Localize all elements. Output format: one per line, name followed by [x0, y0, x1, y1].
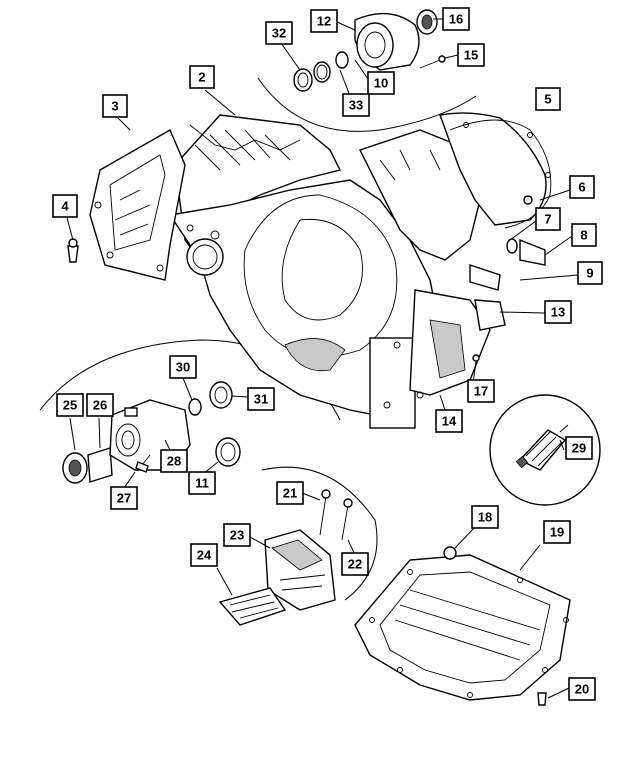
callout-19: 19 — [543, 520, 571, 544]
callout-13: 13 — [544, 300, 572, 324]
svg-text:10: 10 — [374, 76, 388, 91]
callout-30: 30 — [169, 355, 197, 379]
callout-33: 33 — [342, 93, 370, 117]
leader-lines — [66, 18, 579, 699]
svg-text:30: 30 — [176, 360, 190, 375]
svg-text:33: 33 — [349, 98, 363, 113]
svg-text:14: 14 — [442, 414, 457, 429]
svg-text:31: 31 — [254, 392, 268, 407]
svg-text:15: 15 — [464, 48, 478, 63]
svg-text:2: 2 — [198, 70, 205, 85]
svg-text:5: 5 — [544, 92, 551, 107]
callout-11: 11 — [188, 471, 216, 495]
oil-pan — [354, 546, 571, 706]
callout-23: 23 — [223, 523, 251, 547]
svg-text:20: 20 — [575, 682, 589, 697]
callout-22: 22 — [341, 552, 369, 576]
callout-2: 2 — [189, 65, 215, 89]
valve-body-group — [218, 489, 353, 626]
callout-6: 6 — [569, 175, 595, 199]
callout-8: 8 — [571, 223, 597, 247]
vent-plug — [67, 238, 79, 263]
callout-18: 18 — [471, 505, 499, 529]
callout-20: 20 — [568, 677, 596, 701]
callout-9: 9 — [577, 261, 603, 285]
callout-28: 28 — [160, 449, 188, 473]
svg-text:18: 18 — [478, 510, 492, 525]
callout-10: 10 — [367, 71, 395, 95]
svg-text:17: 17 — [474, 384, 488, 399]
svg-text:4: 4 — [61, 199, 69, 214]
svg-text:27: 27 — [117, 491, 131, 506]
sensor-detail — [489, 394, 601, 506]
callout-5: 5 — [535, 87, 561, 111]
callout-14: 14 — [435, 409, 463, 433]
callout-4: 4 — [52, 194, 78, 218]
callout-24: 24 — [190, 543, 218, 567]
callout-12: 12 — [310, 9, 338, 33]
svg-text:16: 16 — [449, 12, 463, 27]
svg-text:32: 32 — [272, 26, 286, 41]
svg-text:8: 8 — [580, 228, 587, 243]
callout-29: 29 — [565, 436, 593, 460]
callout-31: 31 — [247, 387, 275, 411]
svg-text:19: 19 — [550, 525, 564, 540]
svg-text:12: 12 — [317, 14, 331, 29]
svg-text:3: 3 — [111, 99, 118, 114]
callout-16: 16 — [442, 7, 470, 31]
svg-text:22: 22 — [348, 557, 362, 572]
svg-text:28: 28 — [167, 454, 181, 469]
callout-17: 17 — [467, 379, 495, 403]
callout-7: 7 — [535, 207, 561, 231]
svg-text:24: 24 — [197, 548, 212, 563]
callout-27: 27 — [110, 486, 138, 510]
adapter-housing-group — [293, 9, 446, 92]
side-cover — [89, 129, 186, 281]
svg-text:21: 21 — [283, 486, 297, 501]
callout-32: 32 — [265, 21, 293, 45]
svg-text:9: 9 — [586, 266, 593, 281]
callout-25: 25 — [56, 393, 84, 417]
callout-21: 21 — [276, 481, 304, 505]
svg-text:25: 25 — [63, 398, 77, 413]
svg-text:23: 23 — [230, 528, 244, 543]
callout-26: 26 — [86, 393, 114, 417]
svg-text:7: 7 — [544, 212, 551, 227]
svg-text:11: 11 — [195, 476, 209, 491]
svg-text:26: 26 — [93, 398, 107, 413]
transaxle-case — [168, 112, 547, 429]
svg-text:13: 13 — [551, 305, 565, 320]
callout-15: 15 — [457, 43, 485, 67]
svg-text:29: 29 — [572, 441, 586, 456]
svg-text:6: 6 — [578, 180, 585, 195]
callout-3: 3 — [102, 94, 128, 118]
